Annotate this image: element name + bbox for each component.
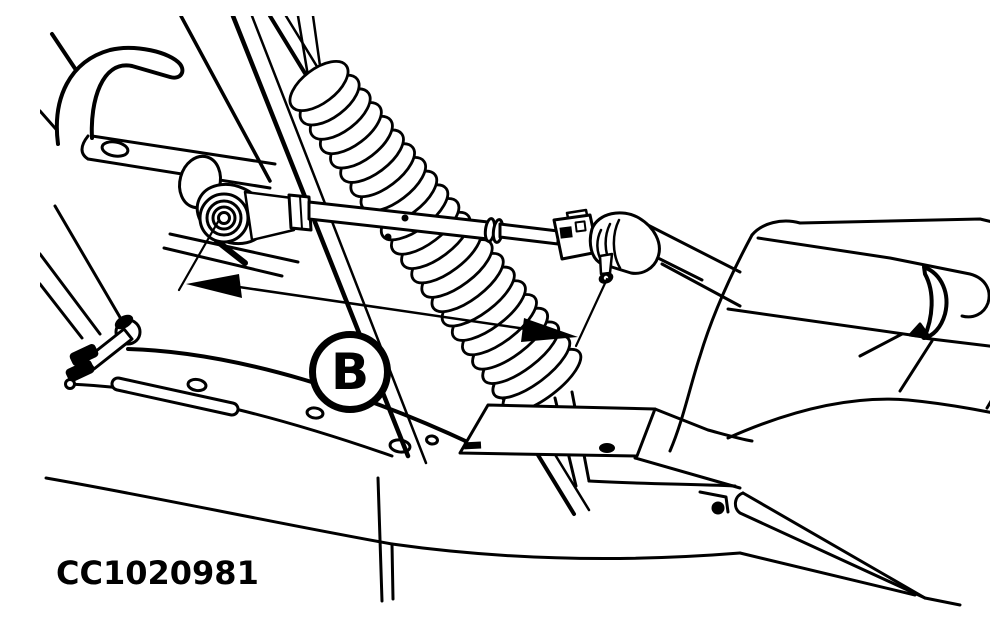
callout-b-badge: B [309, 331, 391, 413]
coil-spring [288, 60, 583, 414]
technical-illustration: B CC1020981 [40, 16, 990, 609]
arrowhead-left [186, 274, 242, 298]
link-nut-2 [65, 360, 95, 382]
callout-b-label: B [330, 343, 370, 401]
deck-bolt [711, 501, 725, 515]
leader-line-left [177, 218, 221, 292]
ball-joint-right [588, 211, 661, 284]
arrowhead-right [521, 318, 578, 342]
strap-loop [922, 265, 949, 340]
trim-strip [741, 491, 927, 600]
lip-slot-inner [113, 379, 237, 414]
frame-bracket-left [40, 16, 300, 340]
line-art-canvas [40, 16, 990, 607]
leader-line-right [574, 277, 609, 348]
double-arrow-shaft [237, 285, 528, 331]
link-nut [69, 344, 99, 366]
linkage-left [64, 314, 142, 390]
callout-arrows [177, 218, 609, 348]
console-panels-right [628, 217, 990, 453]
mounting-plate [458, 403, 657, 458]
fender-curve [126, 347, 474, 446]
figure-code: CC1020981 [56, 554, 259, 592]
